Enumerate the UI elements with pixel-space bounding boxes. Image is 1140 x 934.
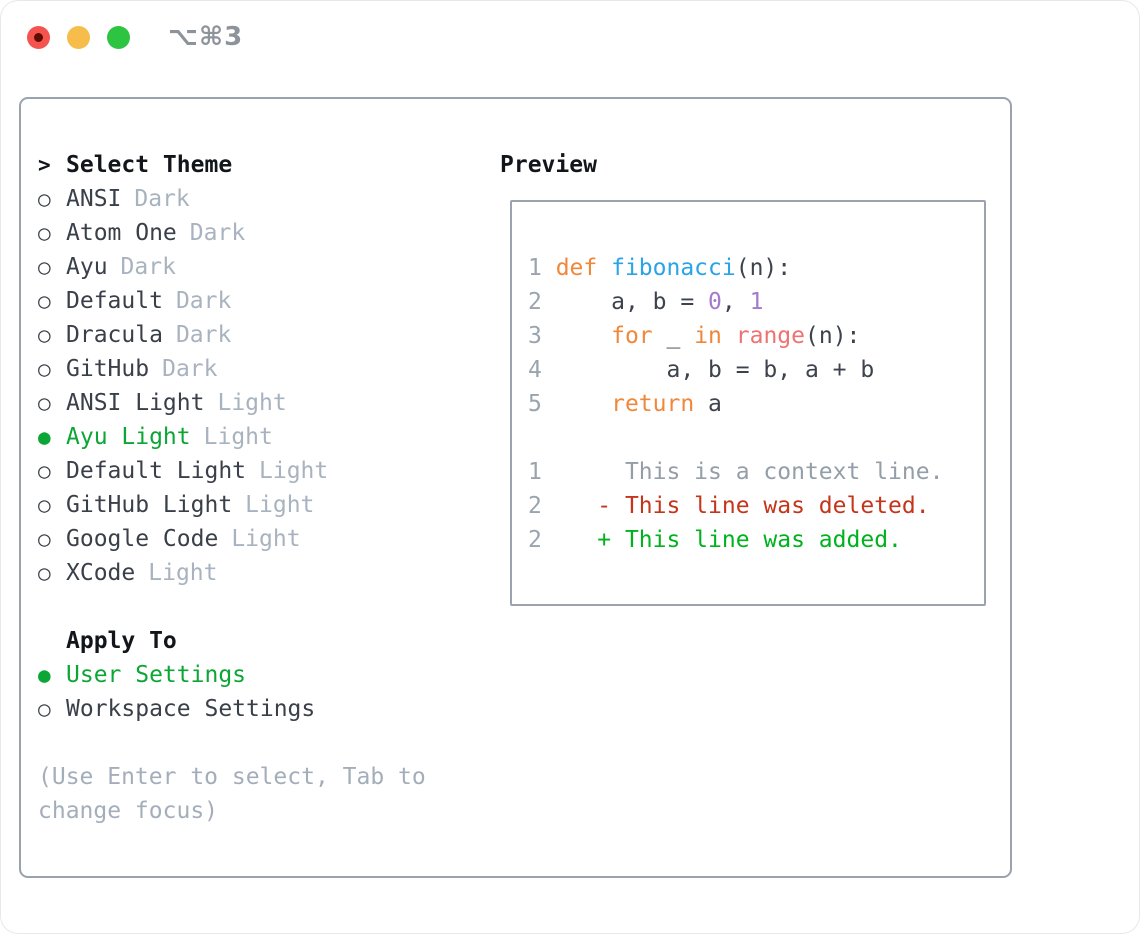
option-variant-label: Dark — [134, 186, 190, 212]
radio-icon: ○ — [38, 459, 51, 483]
option-variant-label: Dark — [120, 254, 176, 280]
option-variant-label: Dark — [162, 356, 218, 382]
radio-icon: ● — [38, 663, 51, 687]
option-label: Dracula — [66, 322, 163, 348]
radio-icon: ○ — [38, 255, 51, 279]
option-label: Default Light — [66, 458, 247, 484]
option-label: ANSI Light — [66, 390, 205, 416]
apply-to-list: ● User Settings ○ Workspace Settings — [38, 658, 488, 726]
theme-option-ansi-light[interactable]: ○ ANSI Light Light — [38, 386, 488, 420]
radio-icon: ○ — [38, 493, 51, 517]
option-variant-label: Light — [231, 526, 301, 552]
option-variant-label: Light — [148, 560, 218, 586]
option-label: Google Code — [66, 526, 219, 552]
radio-icon: ○ — [38, 323, 51, 347]
option-label: Workspace Settings — [66, 696, 316, 722]
option-label: Ayu Light — [66, 424, 191, 450]
apply-option-workspace-settings[interactable]: ○ Workspace Settings — [38, 692, 488, 726]
code-line: 1 This is a context line. — [528, 459, 944, 485]
preview-box: 1 def fibonacci(n): 2 a, b = 0, 1 3 for _ … — [510, 200, 986, 606]
option-variant-label: Light — [203, 424, 273, 450]
code-line: 4 a, b = b, a + b — [528, 357, 875, 383]
apply-option-user-settings[interactable]: ● User Settings — [38, 658, 488, 692]
select-theme-title: Select Theme — [66, 152, 233, 178]
code-line: 2 - This line was deleted. — [528, 493, 930, 519]
theme-option-ansi[interactable]: ○ ANSI Dark — [38, 182, 488, 216]
theme-option-atom-one[interactable]: ○ Atom One Dark — [38, 216, 488, 250]
code-line — [528, 421, 984, 455]
window-shortcut-label: ⌥⌘3 — [168, 22, 244, 52]
zoom-button[interactable] — [107, 26, 130, 49]
radio-icon: ● — [38, 425, 51, 449]
option-label: Atom One — [66, 220, 177, 246]
option-label: ANSI — [66, 186, 122, 212]
option-variant-label: Light — [217, 390, 287, 416]
theme-option-github[interactable]: ○ GitHub Dark — [38, 352, 488, 386]
preview-code: 1 def fibonacci(n): 2 a, b = 0, 1 3 for _ … — [512, 202, 984, 557]
radio-icon: ○ — [38, 561, 51, 585]
option-label: XCode — [66, 560, 136, 586]
radio-icon: ○ — [38, 187, 51, 211]
theme-option-xcode[interactable]: ○ XCode Light — [38, 556, 488, 590]
radio-icon: ○ — [38, 289, 51, 313]
preview-title: Preview — [500, 152, 597, 178]
apply-to-header: Apply To — [38, 624, 488, 658]
option-variant-label: Dark — [189, 220, 246, 246]
code-line: 2 a, b = 0, 1 — [528, 289, 764, 315]
minimize-button[interactable] — [67, 26, 90, 49]
option-label: User Settings — [66, 662, 247, 688]
theme-option-dracula[interactable]: ○ Dracula Dark — [38, 318, 488, 352]
theme-option-ayu-light[interactable]: ● Ayu Light Light — [38, 420, 488, 454]
radio-icon: ○ — [38, 357, 51, 381]
theme-option-ayu[interactable]: ○ Ayu Dark — [38, 250, 488, 284]
keyboard-hint: (Use Enter to select, Tab to change focu… — [38, 764, 426, 824]
apply-to-title: Apply To — [66, 628, 177, 654]
theme-option-github-light[interactable]: ○ GitHub Light Light — [38, 488, 488, 522]
option-label: GitHub — [66, 356, 150, 382]
radio-icon: ○ — [38, 697, 51, 721]
theme-option-default[interactable]: ○ Default Dark — [38, 284, 488, 318]
code-line: 5 return a — [528, 391, 722, 417]
theme-option-google-code[interactable]: ○ Google Code Light — [38, 522, 488, 556]
theme-option-default-light[interactable]: ○ Default Light Light — [38, 454, 488, 488]
code-line: 3 for _ in range(n): — [528, 323, 861, 349]
select-theme-header: > Select Theme — [38, 148, 488, 182]
option-variant-label: Light — [259, 458, 329, 484]
option-variant-label: Dark — [175, 322, 232, 348]
close-button[interactable] — [27, 26, 50, 49]
option-variant-label: Light — [245, 492, 315, 518]
code-line: 2 + This line was added. — [528, 527, 902, 553]
option-label: Default — [66, 288, 163, 314]
spacer — [38, 590, 488, 624]
radio-icon: ○ — [38, 221, 51, 245]
code-line: 1 def fibonacci(n): — [528, 255, 792, 281]
radio-icon: ○ — [38, 527, 51, 551]
option-label: GitHub Light — [66, 492, 233, 518]
titlebar: ⌥⌘3 — [0, 0, 1140, 76]
radio-icon: ○ — [38, 391, 51, 415]
option-variant-label: Dark — [175, 288, 232, 314]
prompt-icon: > — [38, 153, 51, 177]
option-label: Ayu — [66, 254, 108, 280]
